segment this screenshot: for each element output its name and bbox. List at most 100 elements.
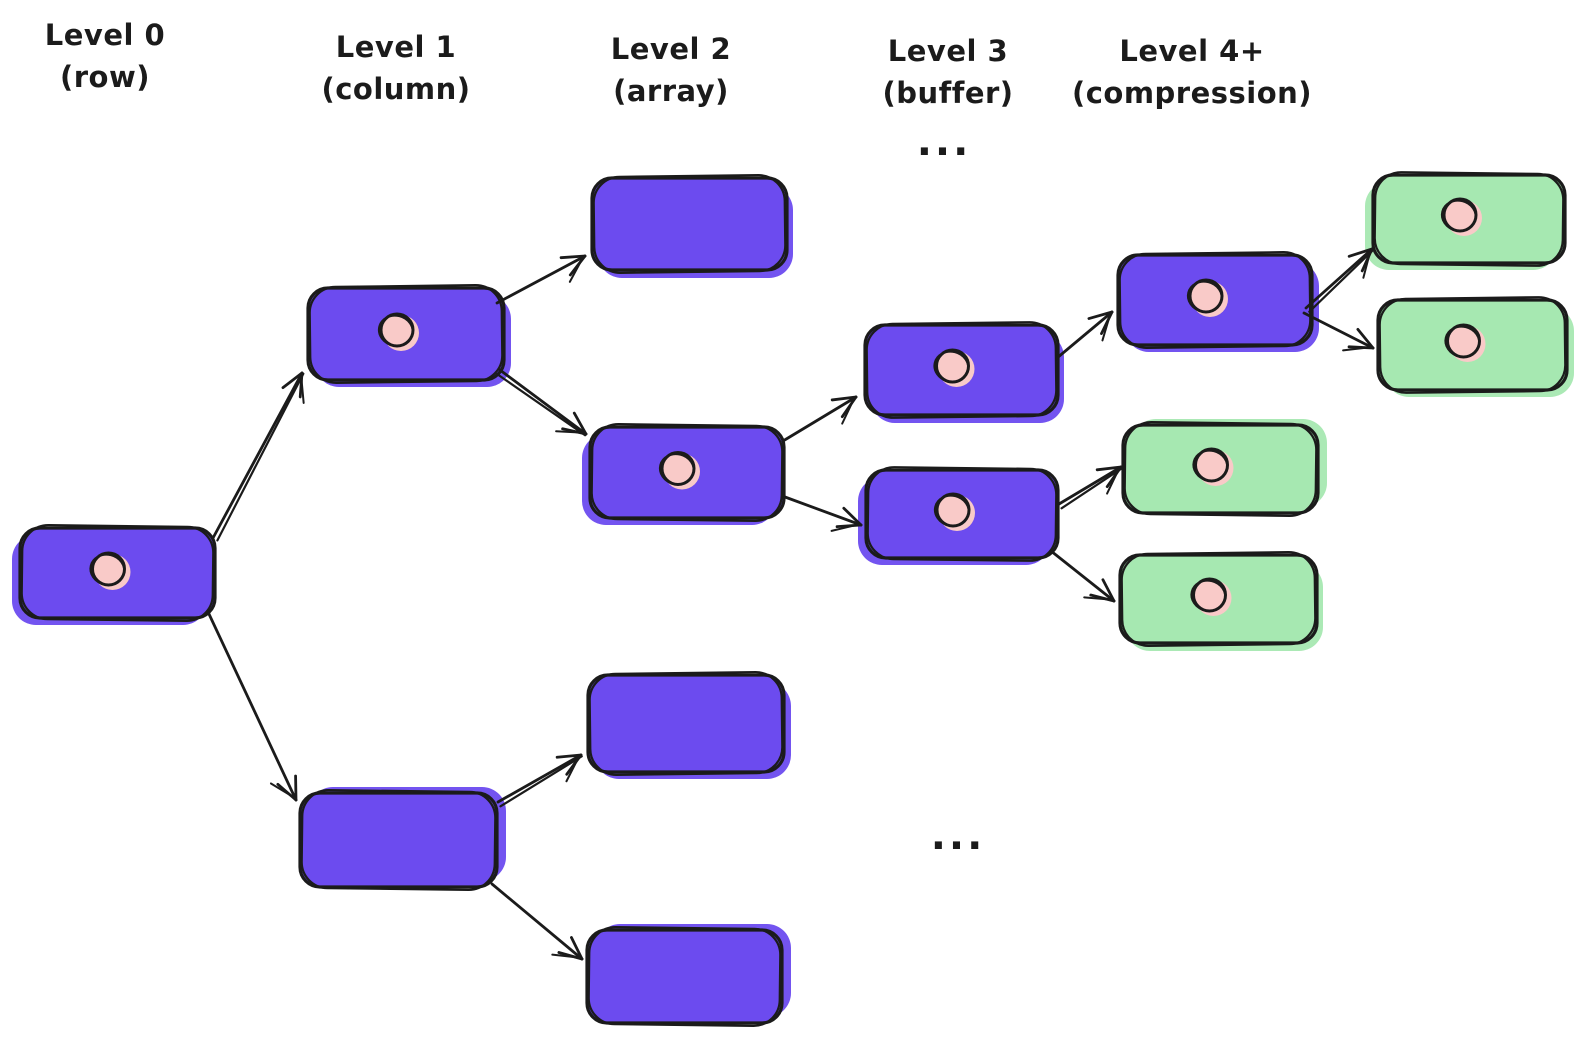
- arrowhead-sketch: [841, 397, 856, 425]
- arrowhead: [572, 411, 588, 436]
- node-fill: [590, 176, 789, 272]
- edge-level3-1-to-level4-purple: [1055, 310, 1114, 360]
- arrowhead: [555, 753, 583, 759]
- edge-line: [1302, 311, 1375, 350]
- arrowhead-sketch: [568, 255, 585, 283]
- edge-line-sketch: [495, 372, 587, 437]
- edge-level2-2-to-level3-2: [783, 495, 863, 532]
- node-border-sketch: [300, 789, 497, 891]
- arrowhead-sketch: [551, 953, 582, 959]
- edge-level4-purple-to-level5-green-1: [1304, 247, 1375, 313]
- edge-line: [498, 368, 588, 436]
- node-level4-purple: [1116, 251, 1319, 352]
- column-header-level-3: Level 3 (buffer): [882, 30, 1013, 114]
- slot-dot-sketch: [377, 314, 414, 347]
- edge-line: [211, 371, 304, 540]
- column-subtitle: (column): [321, 72, 471, 107]
- arrowhead-sketch: [1362, 249, 1372, 279]
- node-border-sketch: [308, 284, 504, 384]
- edge-level1-bottom-to-level2-4: [490, 882, 584, 961]
- node-border-sketch: [1120, 551, 1317, 647]
- edge-line: [207, 612, 298, 802]
- column-header-level-4: Level 4+ (compression): [1072, 30, 1312, 114]
- edge-line: [1049, 549, 1116, 603]
- arrowhead: [1095, 465, 1123, 472]
- node-level2-2: [582, 423, 786, 525]
- node-level1-top: [306, 284, 511, 387]
- arrowhead: [570, 936, 584, 961]
- node-level2-1: [590, 174, 793, 278]
- node-level3-2: [858, 466, 1060, 565]
- slot-dot-sketch: [1192, 449, 1229, 482]
- column-header-level-1: Level 1 (column): [321, 26, 470, 110]
- node-border-sketch: [590, 423, 784, 522]
- arrowhead-sketch: [269, 782, 297, 800]
- node-fill: [586, 673, 786, 774]
- edge-level4-purple-to-level5-green-2: [1302, 311, 1375, 352]
- edge-line: [490, 882, 584, 961]
- node-fill: [298, 791, 499, 889]
- edge-line: [1057, 465, 1123, 506]
- edge-level0-to-level1-top: [211, 371, 305, 542]
- edge-line: [1304, 247, 1374, 310]
- node-level4-green-1: [1121, 419, 1327, 517]
- column-title: Level 1: [335, 30, 457, 64]
- edge-level2-2-to-level3-1: [781, 395, 858, 443]
- arrowhead-sketch: [1101, 312, 1112, 342]
- node-border-sketch: [20, 524, 215, 622]
- arrowhead: [842, 506, 863, 527]
- slot-dot-sketch: [933, 494, 970, 527]
- column-title: Level 3: [887, 34, 1009, 68]
- edge-line-sketch: [1308, 249, 1375, 313]
- slot-dot-sketch: [1444, 325, 1481, 358]
- ellipsis-bottom: ...: [930, 813, 986, 859]
- arrowhead: [830, 395, 858, 402]
- column-subtitle: (row): [59, 60, 151, 95]
- edge-line: [783, 495, 863, 527]
- node-level5-green-1: [1365, 171, 1567, 270]
- slot-dot-sketch: [1440, 199, 1477, 232]
- node-level4-green-2: [1118, 551, 1323, 651]
- column-subtitle: (array): [613, 74, 729, 109]
- slot-dot-sketch: [89, 553, 126, 586]
- column-title: Level 0: [44, 18, 166, 52]
- arrowhead-sketch: [1106, 467, 1121, 495]
- column-header-level-0: Level 0 (row): [45, 14, 165, 98]
- node-border-sketch: [1378, 296, 1567, 394]
- arrowhead-sketch: [830, 523, 861, 532]
- edge-level1-top-to-level2-1: [495, 254, 587, 305]
- node-fill: [585, 928, 784, 1025]
- edge-line-sketch: [1060, 467, 1123, 510]
- arrowhead: [1356, 327, 1375, 350]
- node-border-sketch: [1118, 251, 1312, 349]
- column-subtitle: (buffer): [882, 76, 1014, 111]
- node-level0-row: [12, 524, 217, 625]
- column-title: Level 4+: [1119, 34, 1265, 68]
- edge-line: [496, 753, 583, 804]
- node-border-sketch: [865, 321, 1058, 419]
- edge-line: [1055, 310, 1114, 360]
- arrowhead-sketch: [555, 430, 586, 434]
- arrowhead-sketch: [1342, 346, 1373, 352]
- arrowhead: [1101, 578, 1116, 603]
- edge-level3-2-to-level4-green-2: [1049, 549, 1116, 603]
- slot-dot-sketch: [1186, 280, 1223, 313]
- edge-line-sketch: [499, 755, 583, 808]
- edge-level1-bottom-to-level2-3: [496, 753, 583, 808]
- arrowhead: [281, 371, 304, 390]
- node-border-sketch: [866, 466, 1058, 562]
- arrowhead-sketch: [565, 754, 581, 783]
- edge-level3-2-to-level4-green-1: [1057, 465, 1123, 510]
- node-level2-3: [586, 671, 791, 779]
- node-level1-bottom: [298, 787, 506, 891]
- node-border-sketch: [588, 671, 784, 776]
- arrowhead-sketch: [1083, 596, 1114, 601]
- node-border-sketch: [587, 926, 782, 1027]
- node-level2-4: [585, 924, 791, 1027]
- slot-dot-sketch: [933, 350, 970, 383]
- node-level3-1: [863, 321, 1064, 423]
- ellipsis-top: ...: [916, 119, 972, 165]
- edge-level1-top-to-level2-2: [495, 368, 588, 437]
- node-border-sketch: [592, 174, 787, 274]
